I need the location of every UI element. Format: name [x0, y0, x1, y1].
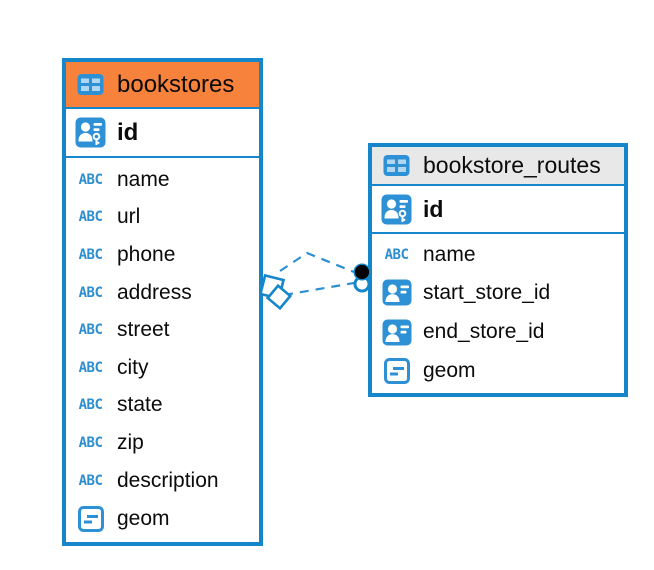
column-row-end_store_id[interactable]: end_store_id — [372, 319, 624, 346]
column-label: street — [117, 318, 170, 342]
column-row-id[interactable]: id — [372, 194, 624, 225]
table-title: bookstore_routes — [423, 152, 601, 178]
relationship-line-upper[interactable] — [279, 251, 355, 274]
fields-section: ABC name ABC url ABC phone ABC address A… — [66, 158, 259, 542]
column-label: description — [117, 468, 219, 492]
text-icon: ABC — [78, 397, 103, 414]
relationship-line-lower[interactable] — [283, 281, 355, 297]
column-row-city[interactable]: ABC city — [66, 356, 259, 380]
column-row-description[interactable]: ABC description — [66, 469, 259, 493]
text-icon: ABC — [78, 359, 103, 376]
column-label: url — [117, 205, 141, 229]
table-icon — [74, 73, 107, 96]
column-label: state — [117, 393, 163, 417]
column-row-url[interactable]: ABC url — [66, 205, 259, 229]
column-label: name — [117, 167, 170, 191]
column-row-phone[interactable]: ABC phone — [66, 243, 259, 267]
table-bookstores: bookstores id ABC name ABC url ABC phone… — [62, 58, 263, 546]
column-row-address[interactable]: ABC address — [66, 281, 259, 305]
text-icon: ABC — [78, 246, 103, 263]
column-row-name[interactable]: ABC name — [372, 243, 624, 267]
column-label: zip — [117, 430, 144, 454]
column-label: start_store_id — [423, 280, 551, 304]
table-header[interactable]: bookstore_routes — [372, 147, 624, 186]
column-row-id[interactable]: id — [66, 117, 259, 148]
foreign-key-icon — [380, 279, 413, 306]
column-label: phone — [117, 242, 176, 266]
text-icon: ABC — [78, 171, 103, 188]
foreign-key-icon — [380, 319, 413, 346]
column-row-name[interactable]: ABC name — [66, 168, 259, 192]
text-icon: ABC — [78, 434, 103, 451]
table-icon — [380, 154, 413, 177]
text-icon: ABC — [384, 247, 409, 264]
primary-key-icon — [74, 117, 107, 148]
column-row-start_store_id[interactable]: start_store_id — [372, 279, 624, 306]
column-label: geom — [117, 507, 170, 531]
column-row-geom[interactable]: geom — [66, 506, 259, 533]
text-icon: ABC — [78, 322, 103, 339]
column-label: city — [117, 355, 149, 379]
text-icon: ABC — [78, 472, 103, 489]
geometry-icon — [74, 506, 107, 533]
column-row-zip[interactable]: ABC zip — [66, 431, 259, 455]
primary-key-section: id — [372, 186, 624, 234]
primary-key-section: id — [66, 109, 259, 158]
column-label: end_store_id — [423, 320, 545, 344]
column-row-geom[interactable]: geom — [372, 357, 624, 384]
table-bookstore_routes: bookstore_routes id ABC name start_store… — [368, 143, 628, 397]
column-row-street[interactable]: ABC street — [66, 318, 259, 342]
table-header[interactable]: bookstores — [66, 62, 259, 109]
column-label: name — [423, 243, 476, 267]
column-label: geom — [423, 358, 476, 382]
column-label: id — [117, 118, 139, 146]
column-row-state[interactable]: ABC state — [66, 393, 259, 417]
text-icon: ABC — [78, 209, 103, 226]
column-label: address — [117, 280, 192, 304]
column-label: id — [423, 195, 444, 222]
text-icon: ABC — [78, 284, 103, 301]
fields-section: ABC name start_store_id end_store_id ge — [372, 234, 624, 393]
primary-key-icon — [380, 194, 413, 225]
table-title: bookstores — [117, 70, 235, 98]
geometry-icon — [380, 357, 413, 384]
